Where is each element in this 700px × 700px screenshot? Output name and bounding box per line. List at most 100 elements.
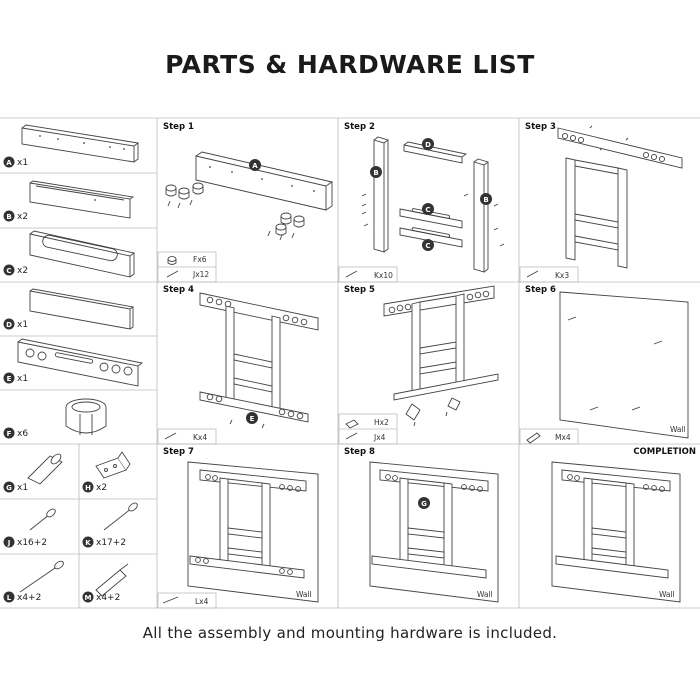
step1-hardware-box xyxy=(157,251,217,283)
part-letter-circle xyxy=(3,536,15,548)
svg-text:A: A xyxy=(252,162,258,170)
part-quantity: x4+2 xyxy=(96,593,120,603)
part-a-board xyxy=(21,124,140,163)
footer-note: All the assembly and mounting hardware i… xyxy=(142,624,558,642)
part-quantity: x2 xyxy=(17,266,28,276)
step7-wall-label: Wall xyxy=(296,590,312,599)
part-h-bracket xyxy=(95,451,131,479)
part-quantity: x17+2 xyxy=(96,538,126,548)
step1-hw-1: Jx12 xyxy=(192,270,209,279)
part-letter: G xyxy=(6,484,12,492)
svg-text:D: D xyxy=(425,141,431,149)
step7-hw-0: Lx4 xyxy=(195,597,209,606)
step1-hw-0: Fx6 xyxy=(193,255,207,264)
step5-hw-0: Hx2 xyxy=(374,418,389,427)
step3-hw-0: Kx3 xyxy=(555,271,569,280)
part-letter-circle xyxy=(3,591,15,603)
svg-text:C: C xyxy=(425,206,430,214)
part-letter: E xyxy=(7,375,12,383)
part-letter: D xyxy=(6,321,12,329)
part-letter: H xyxy=(85,484,91,492)
step-label-6: Step 6 xyxy=(525,285,556,295)
part-b-rail xyxy=(29,180,135,219)
part-letter-circle xyxy=(3,427,15,439)
step2-callout-c-lower: C xyxy=(422,239,434,251)
step2-callout-d: D xyxy=(422,138,434,150)
step5-hw-1: Jx4 xyxy=(373,433,386,442)
part-letter-circle xyxy=(3,156,15,168)
step1-drawing xyxy=(165,151,334,241)
svg-text:B: B xyxy=(483,196,488,204)
step6-drawing xyxy=(559,291,689,439)
part-letter: F xyxy=(7,430,12,438)
step6-wall-label: Wall xyxy=(670,425,686,434)
step2-hw-0: Kx10 xyxy=(374,271,393,280)
step-label-5: Step 5 xyxy=(344,285,375,295)
step2-callout-b-right: B xyxy=(480,193,492,205)
part-quantity: x6 xyxy=(17,429,28,439)
part-quantity: x1 xyxy=(17,320,28,330)
part-quantity: x1 xyxy=(17,374,28,384)
step6-hardware-box xyxy=(519,428,579,445)
part-f-holder xyxy=(65,398,107,435)
step2-callout-c-upper: C xyxy=(422,203,434,215)
step8-callout-g: G xyxy=(418,497,430,509)
step-label-completion: COMPLETION xyxy=(633,447,696,457)
part-letter-circle xyxy=(82,591,94,603)
step4-callout-e: E xyxy=(246,412,258,424)
step-label-7: Step 7 xyxy=(163,447,194,457)
part-d-board xyxy=(29,288,135,330)
part-letter-circle xyxy=(3,264,15,276)
part-c-shelf xyxy=(29,230,136,278)
step4-drawing xyxy=(199,292,319,429)
step5-drawing xyxy=(383,285,499,427)
step-label-2: Step 2 xyxy=(344,122,375,132)
step4-hardware-box xyxy=(157,428,217,445)
step5-hardware-box xyxy=(338,413,398,445)
step4-hw-0: Kx4 xyxy=(193,433,207,442)
part-quantity: x2 xyxy=(17,212,28,222)
step8-drawing xyxy=(369,461,499,603)
part-l-screw xyxy=(19,560,64,593)
step-label-3: Step 3 xyxy=(525,122,556,132)
part-letter: J xyxy=(7,539,11,547)
step-label-8: Step 8 xyxy=(344,447,375,457)
part-letter-circle xyxy=(3,372,15,384)
step-label-4: Step 4 xyxy=(163,285,194,295)
step2-drawing xyxy=(361,136,505,273)
part-letter: C xyxy=(6,267,11,275)
step2-callout-b-left: B xyxy=(370,166,382,178)
part-quantity: x1 xyxy=(17,483,28,493)
svg-text:B: B xyxy=(373,169,378,177)
part-quantity: x2 xyxy=(96,483,107,493)
part-g-tube xyxy=(27,453,63,485)
step3-drawing xyxy=(557,125,683,269)
part-letter: K xyxy=(85,539,91,547)
completion-drawing xyxy=(551,461,681,603)
part-letter: M xyxy=(85,594,92,602)
step6-hw-0: Mx4 xyxy=(555,433,571,442)
part-quantity: x16+2 xyxy=(17,538,47,548)
part-k-screw xyxy=(103,502,138,531)
part-quantity: x4+2 xyxy=(17,593,41,603)
part-letter: A xyxy=(6,159,12,167)
page-title: PARTS & HARDWARE LIST xyxy=(165,50,535,79)
part-letter: L xyxy=(7,594,12,602)
svg-text:C: C xyxy=(425,242,430,250)
part-m-anchor xyxy=(95,563,129,597)
part-letter-circle xyxy=(82,481,94,493)
part-j-screw xyxy=(29,508,56,531)
step3-hardware-box xyxy=(519,266,579,283)
